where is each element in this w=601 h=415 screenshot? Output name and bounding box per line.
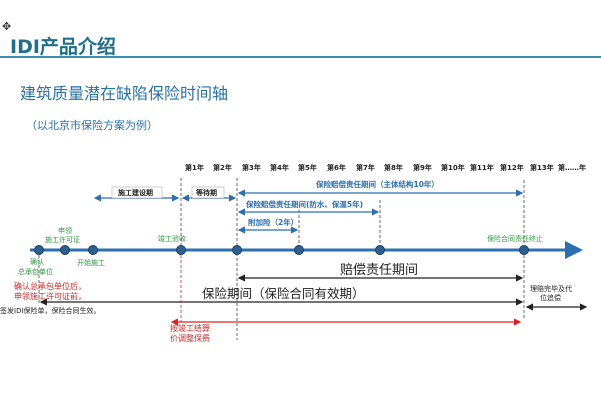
main-period-label: 保险赔偿责任期间（主体结构10年） [315,179,439,189]
settlement-label: 按竣工结算 价调整保费 [170,323,213,343]
claim-end-line: 位追偿 [540,293,561,302]
red-note-line: 申领施工许可证前， [14,291,86,301]
year-label: 第10年 [441,163,465,172]
settlement-line: 价调整保费 [170,333,210,343]
permit-apply-label: 申领 施工许可证 [45,226,80,244]
claim-end-line: 理赔完毕及代 [530,284,572,293]
year-label: 第5年 [298,163,317,172]
title-divider [0,56,601,58]
settlement-line: 按竣工结算 [170,323,210,333]
year-label: 第1年 [185,163,204,172]
permit-apply-line: 施工许可证 [45,235,80,244]
waiting-period-box [191,186,225,199]
year-label: 第8年 [384,163,403,172]
construction-period-label: 施工建设期 [118,188,153,197]
red-note-line: 确认总承包单位后， [14,281,86,291]
year-label: 第12年 [500,163,524,172]
year-label: 第3年 [242,163,261,172]
slide-subtitle: 建筑质量潜在缺陷保险时间轴 [20,84,229,103]
node-completion [176,245,186,255]
confirm-contractor-label: 确认 总承包单位 [18,257,53,276]
year-label: 第13年 [530,163,554,172]
permit-apply-line: 申领 [58,226,72,235]
issue-policy-note: 签发IDI保险单，保险合同生效。 [0,306,101,315]
node-permit [60,245,70,255]
year-label: 第6年 [327,163,346,172]
node-waterproof-end [375,245,385,255]
year-label: 第9年 [413,163,432,172]
slide-title: IDI产品介绍 [10,36,116,58]
node-additional-end [294,245,304,255]
year-label: 第4年 [270,163,289,172]
contract-end-label: 保险合同责任终止 [487,234,543,243]
construction-period-box [111,186,163,199]
start-construction-label: 开始施工 [77,258,105,267]
mouse-cursor-icon: ✥ [2,20,12,33]
insurance-big-label: 保险期间（保险合同有效期） [202,286,365,301]
waiting-period-label: 等待期 [195,188,217,197]
node-contract-end [519,245,529,255]
claim-end-label: 理赔完毕及代 位追偿 [530,284,574,302]
confirm-contractor-line: 确认 [30,257,44,266]
additional-period-label: 附加险（2年） [248,217,298,227]
liability-big-label: 赔偿责任期间 [340,263,418,278]
year-label: 第11年 [470,163,494,172]
year-labels: 第1年 第2年 第3年 第4年 第5年 第6年 第7年 第8年 第9年 第10年… [185,163,586,172]
node-confirm-contractor [34,245,44,255]
year-label: 第2年 [213,163,232,172]
node-waiting-end [232,245,242,255]
red-note-left: 确认总承包单位后， 申领施工许可证前， [14,281,89,301]
node-start [88,245,98,255]
year-label: 第……年 [558,163,586,172]
slide-note: （以北京市保险方案为例） [26,119,158,132]
year-label: 第7年 [356,163,375,172]
completion-label: 竣工验收 [158,234,186,243]
confirm-contractor-line: 总承包单位 [18,267,53,276]
waterproof-period-label: 保险赔偿责任期间(防水、保温5年) [245,199,363,209]
